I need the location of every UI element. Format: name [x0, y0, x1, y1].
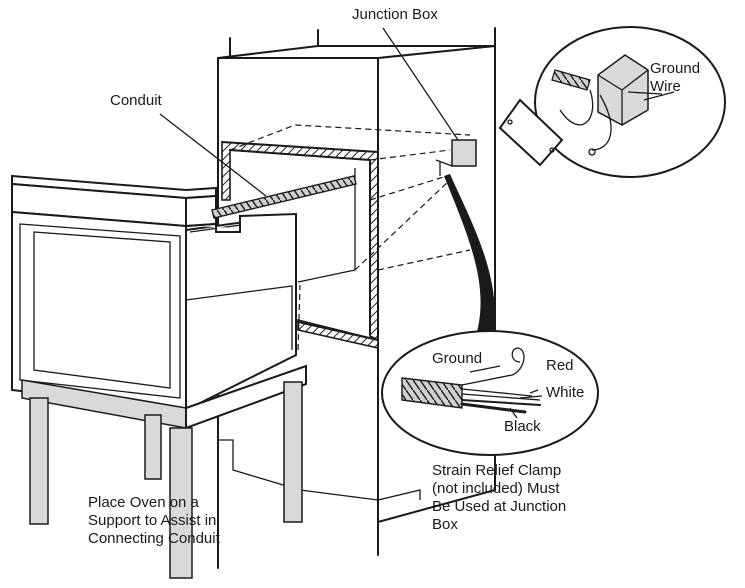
strain-relief-note: Strain Relief Clamp (not included) Must … [432, 462, 567, 533]
oven-support [21, 364, 307, 579]
support-note: Place Oven on a Support to Assist in Con… [88, 494, 220, 547]
ground-wire-label: Ground Wire [650, 60, 701, 95]
junction-box-label: Junction Box [352, 6, 438, 23]
conduit-label: Conduit [110, 92, 162, 109]
conduit-icon [211, 175, 357, 219]
black-wire-label: Black [504, 418, 541, 435]
junction-box-icon [451, 139, 477, 167]
cabinet [217, 27, 496, 569]
wall-oven [11, 174, 297, 412]
ground-detail-inset [498, 26, 726, 178]
leader-lines [159, 27, 675, 419]
red-wire-label: Red [546, 357, 574, 374]
white-wire-label: White [546, 384, 585, 401]
wire-detail-inset [381, 174, 599, 456]
ground-label: Ground [432, 350, 483, 367]
